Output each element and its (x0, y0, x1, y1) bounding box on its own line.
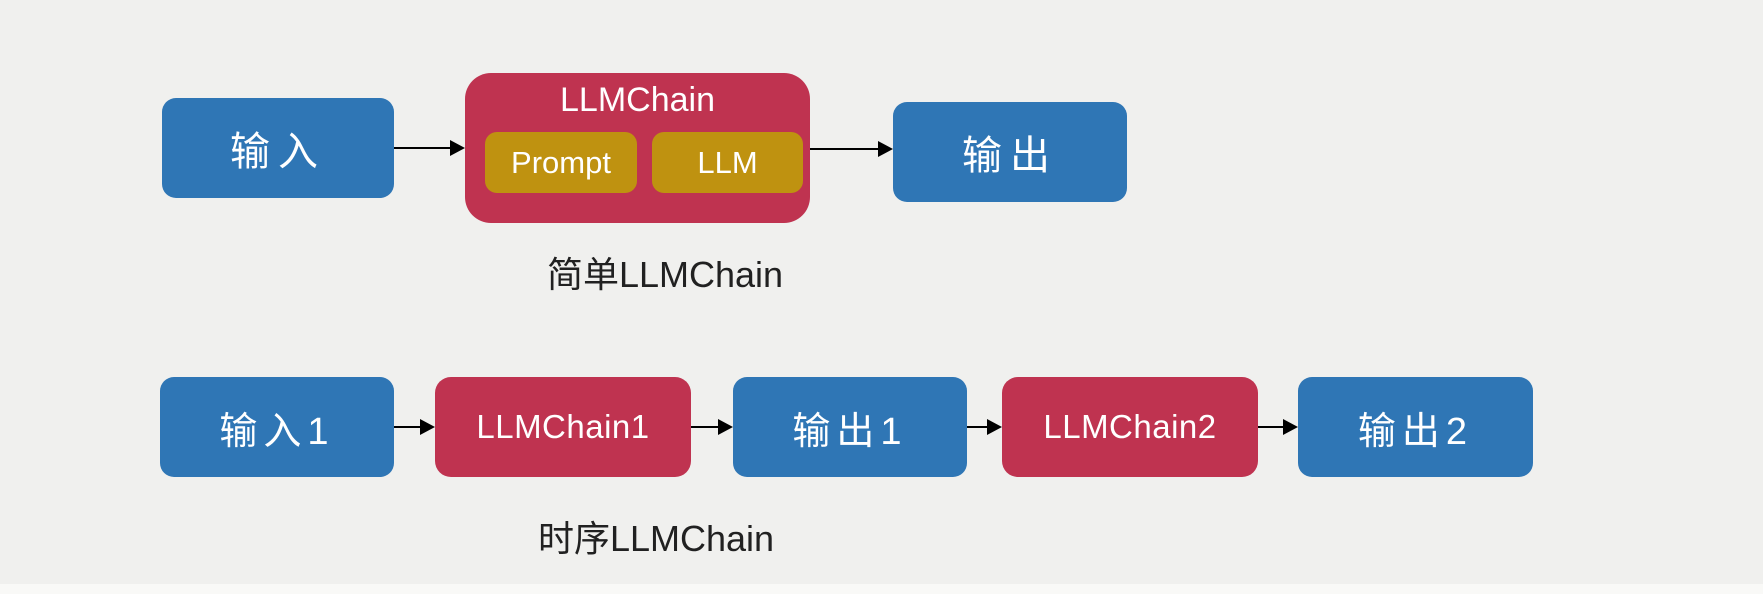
llmchain-title: LLMChain (560, 81, 715, 119)
simple-llmchain-caption: 简单LLMChain (546, 254, 784, 295)
arrow-right-icon (967, 419, 1002, 435)
arrow-right-icon (810, 141, 893, 157)
prompt-component: Prompt (485, 132, 637, 193)
llmchain1-node: LLMChain1 (435, 377, 691, 477)
bottom-edge-strip (0, 584, 1763, 594)
input-node: 输入 (162, 98, 394, 198)
output1-node: 输出1 (733, 377, 967, 477)
arrow-right-icon (394, 419, 435, 435)
arrow-right-icon (394, 140, 465, 156)
llmchain-node: LLMChain Prompt LLM (465, 73, 810, 223)
output-node: 输出 (893, 102, 1127, 202)
input1-node: 输入1 (160, 377, 394, 477)
arrow-right-icon (1258, 419, 1298, 435)
output2-node: 输出2 (1298, 377, 1533, 477)
llmchain2-node: LLMChain2 (1002, 377, 1258, 477)
arrow-right-icon (691, 419, 733, 435)
llm-component: LLM (652, 132, 803, 193)
sequential-llmchain-caption: 时序LLMChain (537, 518, 775, 559)
